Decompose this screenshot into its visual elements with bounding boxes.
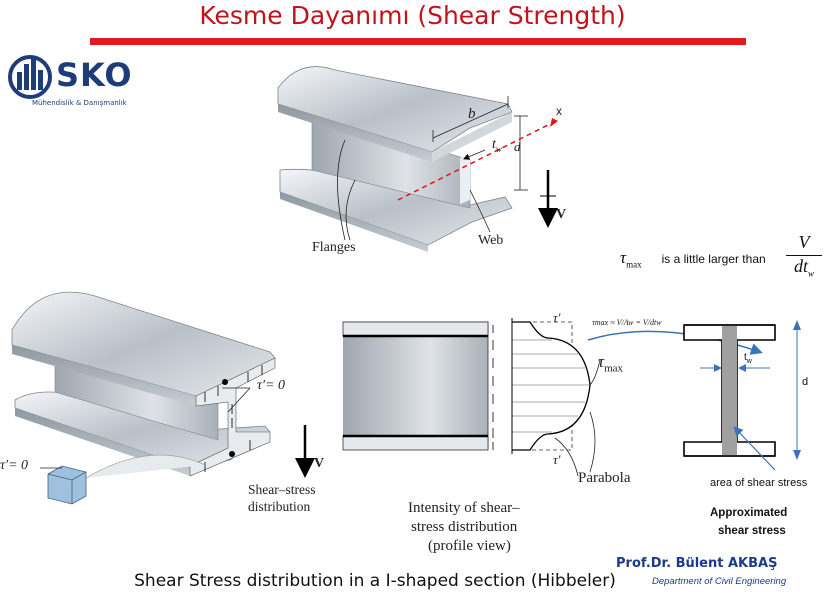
- logo-name: SKO: [56, 56, 133, 94]
- tau-max-formula: τmax ≈ V/Aw = V/dtw: [592, 318, 662, 327]
- approximated-label: Approximated: [710, 507, 788, 519]
- x-axis-label: x: [556, 104, 562, 118]
- web-label: Web: [478, 233, 504, 248]
- title-underline-bar: [90, 38, 746, 45]
- logo-subtitle: Mühendislik & Danışmanlık: [32, 99, 127, 107]
- shear-stress-dist-label-2: distribution: [248, 499, 311, 514]
- v-over-dtw-fraction: V dtw: [786, 232, 822, 279]
- shear-force-v-label-left: V: [314, 456, 325, 471]
- top-ibeam: [277, 66, 558, 252]
- left-ibeam: [11, 291, 315, 505]
- web-thickness-label: tw: [492, 137, 502, 154]
- tw-subscript: w: [495, 143, 502, 154]
- stress-element-cube: [47, 465, 87, 505]
- width-b-label: b: [468, 106, 476, 122]
- intensity-label-1: Intensity of shear–: [408, 500, 520, 516]
- shear-stress-label: shear stress: [718, 525, 786, 537]
- intensity-label-3: (profile view): [428, 538, 511, 554]
- tau-max-symbol: τmax: [620, 248, 642, 270]
- intensity-label-2: stress distribution: [411, 519, 518, 535]
- flanges-label: Flanges: [312, 240, 356, 255]
- tau-comparison-text: τmax is a little larger than: [620, 248, 766, 269]
- depth-d-label: d: [514, 139, 521, 154]
- right-tw-label: tw: [744, 352, 752, 365]
- department-name: Department of Civil Engineering: [652, 576, 787, 587]
- comparison-phrase: is a little larger than: [661, 252, 766, 266]
- tau-max-label: τmax: [598, 352, 624, 375]
- x-axis-line: [397, 123, 551, 201]
- parabola-label: Parabola: [578, 470, 631, 486]
- author-name: Prof.Dr. Bülent AKBAŞ: [616, 556, 778, 571]
- simplified-section: [683, 320, 801, 471]
- tw-symbol: t: [492, 137, 496, 152]
- tau-prime-zero-top: τ′= 0: [257, 378, 286, 393]
- page-title: Kesme Dayanımı (Shear Strength): [199, 1, 626, 30]
- figure-caption: Shear Stress distribution in a I-shaped …: [134, 571, 616, 591]
- tau-prime-zero-left: τ′= 0: [0, 458, 29, 473]
- fraction-numerator: V: [786, 232, 822, 256]
- shear-stress-dist-label-1: Shear–stress: [248, 482, 316, 497]
- fraction-denominator: dtw: [793, 256, 815, 279]
- right-d-label: d: [802, 376, 809, 388]
- profile-view: [342, 318, 763, 477]
- tau-prime-bottom-label: τ′: [553, 452, 561, 467]
- shear-force-v-label: V: [556, 207, 567, 222]
- area-of-shear-stress-label: area of shear stress: [710, 477, 808, 489]
- tau-prime-top-label: τ′: [553, 310, 561, 325]
